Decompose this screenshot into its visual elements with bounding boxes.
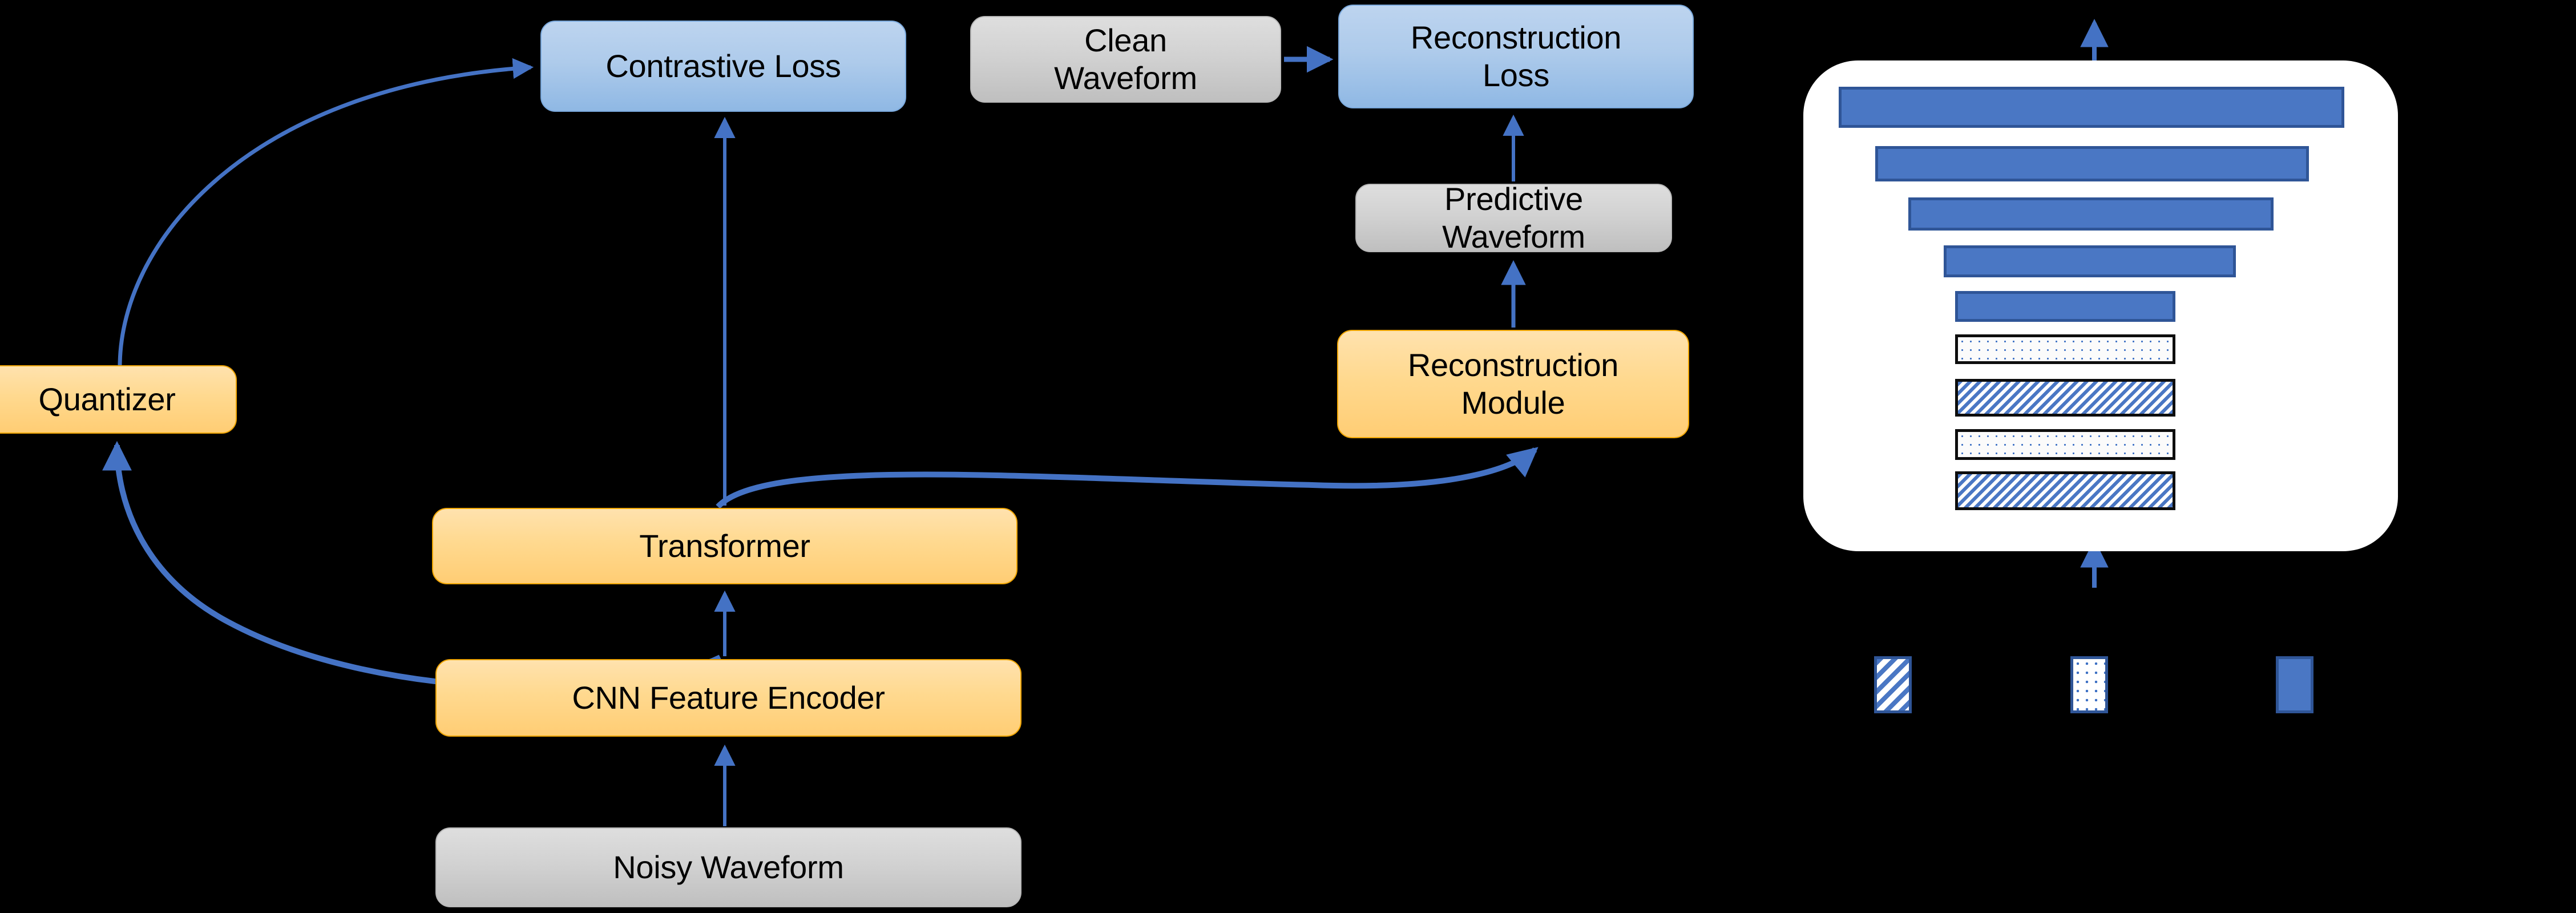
edge-quantizer-to-contrastive-loss: [118, 58, 534, 366]
node-clean-waveform[interactable]: Clean Waveform: [970, 16, 1281, 103]
encoder-layer-bar-5: [1955, 291, 2175, 322]
node-reconstruction-loss[interactable]: Reconstruction Loss: [1338, 5, 1694, 108]
legend-swatch-solid: [2276, 656, 2313, 713]
encoder-stack-panel: [1803, 60, 2398, 551]
encoder-layer-bar-9: [1955, 471, 2175, 510]
encoder-layer-bar-7: [1955, 379, 2175, 417]
node-noisy-waveform[interactable]: Noisy Waveform: [435, 827, 1021, 907]
encoder-layer-bar-1: [1839, 87, 2344, 128]
legend-swatch-hatched: [1874, 656, 1912, 713]
encoder-layer-bar-2: [1875, 146, 2309, 181]
encoder-layer-bar-3: [1908, 197, 2274, 231]
node-transformer[interactable]: Transformer: [432, 508, 1018, 584]
encoder-layer-bar-8: [1955, 429, 2175, 460]
edge-transformer-to-reconstruction-module: [716, 447, 1539, 509]
node-contrastive-loss[interactable]: Contrastive Loss: [540, 21, 906, 112]
legend-swatch-dotted: [2070, 656, 2108, 713]
encoder-layer-bar-6: [1955, 334, 2175, 364]
node-reconstruction-module[interactable]: Reconstruction Module: [1337, 330, 1689, 438]
encoder-layer-bar-4: [1944, 245, 2236, 277]
node-predictive-waveform[interactable]: Predictive Waveform: [1355, 181, 1672, 254]
node-quantizer[interactable]: Quantizer: [0, 365, 237, 434]
node-cnn-feature-encoder[interactable]: CNN Feature Encoder: [435, 659, 1021, 737]
